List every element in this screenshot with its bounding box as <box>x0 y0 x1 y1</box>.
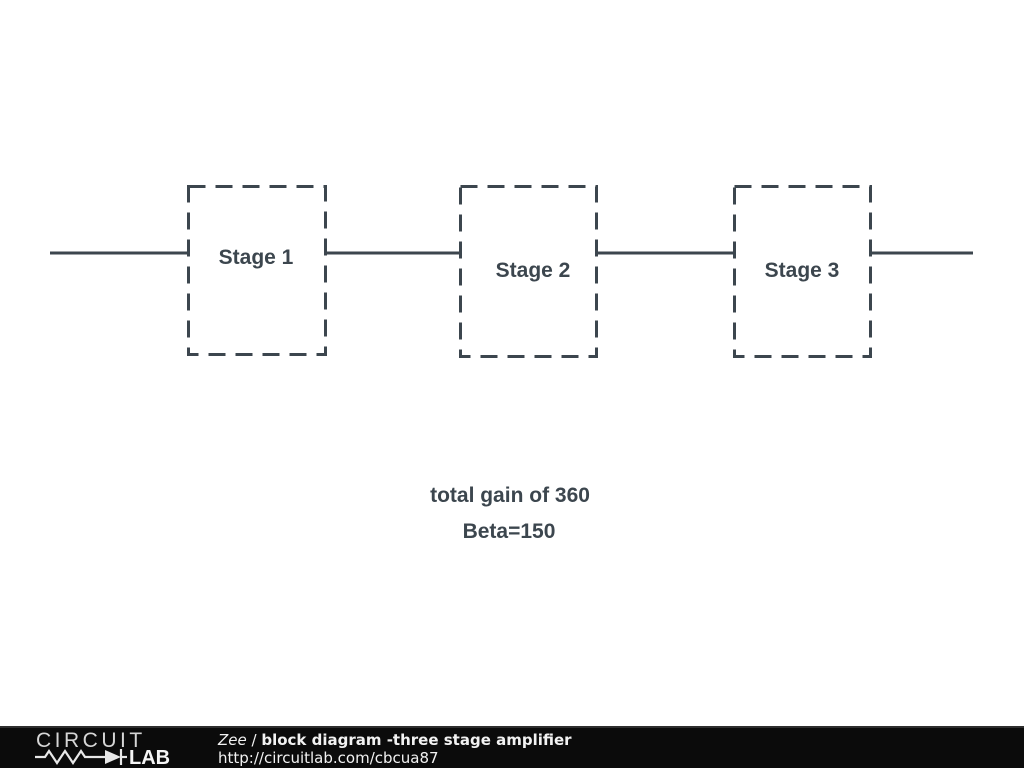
stage-2-box[interactable] <box>459 185 598 358</box>
logo-word-lab: LAB <box>129 747 170 768</box>
author-name: Zee <box>218 731 247 749</box>
total-gain-annotation: total gain of 360 <box>430 484 590 507</box>
schematic-title: block diagram -three stage amplifier <box>261 731 572 749</box>
schematic-url[interactable]: http://circuitlab.com/cbcua87 <box>218 749 439 767</box>
title-separator: / <box>246 731 262 749</box>
circuitlab-footer-bar: CIRCUIT LAB Zee / block diagram -three s… <box>0 726 1024 768</box>
footer-title-line: Zee / block diagram -three stage amplifi… <box>218 731 572 749</box>
stage-3-box[interactable] <box>733 185 872 358</box>
stage-1-label: Stage 1 <box>218 246 294 269</box>
footer-text-block: Zee / block diagram -three stage amplifi… <box>218 731 572 767</box>
diode-triangle <box>105 750 121 764</box>
logo-word-circuit: CIRCUIT <box>36 730 146 752</box>
beta-annotation: Beta=150 <box>462 520 556 543</box>
stage-2-label: Stage 2 <box>495 259 571 282</box>
stage-3-label: Stage 3 <box>764 259 840 282</box>
circuitlab-logo: CIRCUIT LAB <box>35 730 170 768</box>
stage-1-box[interactable] <box>187 185 327 356</box>
